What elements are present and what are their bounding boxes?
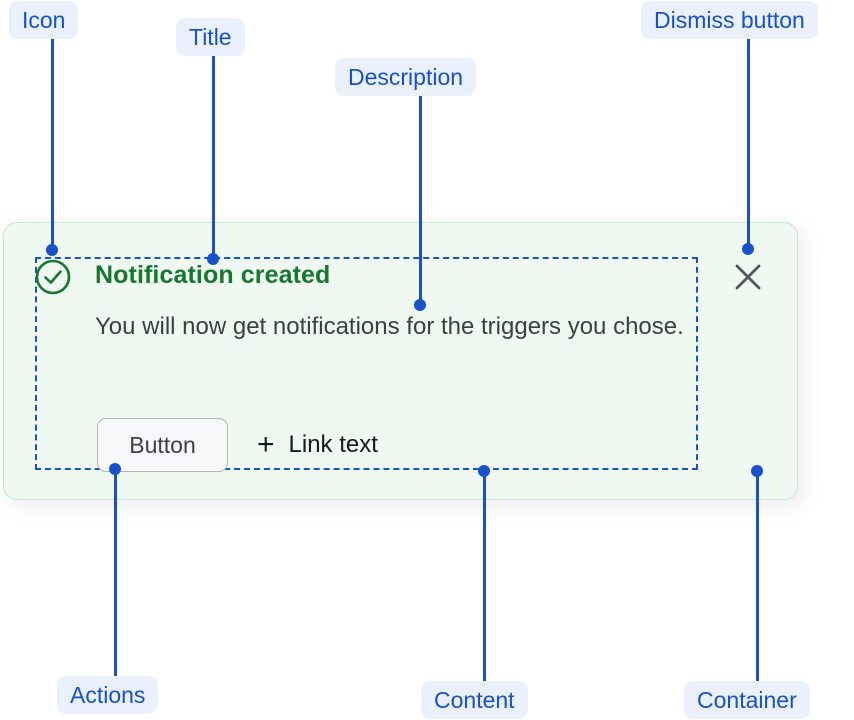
annotation-line-icon <box>51 39 54 247</box>
annotation-dot-title <box>207 253 219 265</box>
annotation-dot-container <box>751 465 763 477</box>
annotation-line-actions <box>114 469 117 676</box>
annotation-label-icon: Icon <box>9 1 79 39</box>
check-circle-icon <box>35 259 71 295</box>
annotation-label-content: Content <box>421 681 528 719</box>
annotation-label-container: Container <box>684 681 810 719</box>
dismiss-button[interactable] <box>731 260 765 294</box>
notification-description: You will now get notifications for the t… <box>95 313 684 340</box>
annotation-label-dismiss-button: Dismiss button <box>641 1 818 39</box>
notification-actions: Button + Link text <box>97 418 378 472</box>
annotation-line-dismiss-button <box>747 39 750 247</box>
annotation-line-title <box>212 56 215 256</box>
annotation-label-title: Title <box>176 18 245 56</box>
annotation-line-content <box>483 474 486 681</box>
annotation-dot-description <box>414 299 426 311</box>
annotation-label-description: Description <box>335 58 477 96</box>
action-link-label: Link text <box>288 431 378 458</box>
plus-icon: + <box>257 428 275 461</box>
annotation-dot-actions <box>109 463 121 475</box>
annotation-line-container <box>756 474 759 681</box>
annotation-dot-content <box>478 465 490 477</box>
annotation-label-actions: Actions <box>57 676 159 714</box>
annotation-dot-dismiss-button <box>742 243 754 255</box>
annotation-line-description <box>419 96 422 302</box>
annotation-dot-icon <box>46 244 58 256</box>
notification-content-region <box>35 257 698 470</box>
close-icon <box>735 264 761 290</box>
action-button[interactable]: Button <box>97 418 228 472</box>
action-link[interactable]: + Link text <box>257 430 378 460</box>
notification-title: Notification created <box>95 261 331 289</box>
